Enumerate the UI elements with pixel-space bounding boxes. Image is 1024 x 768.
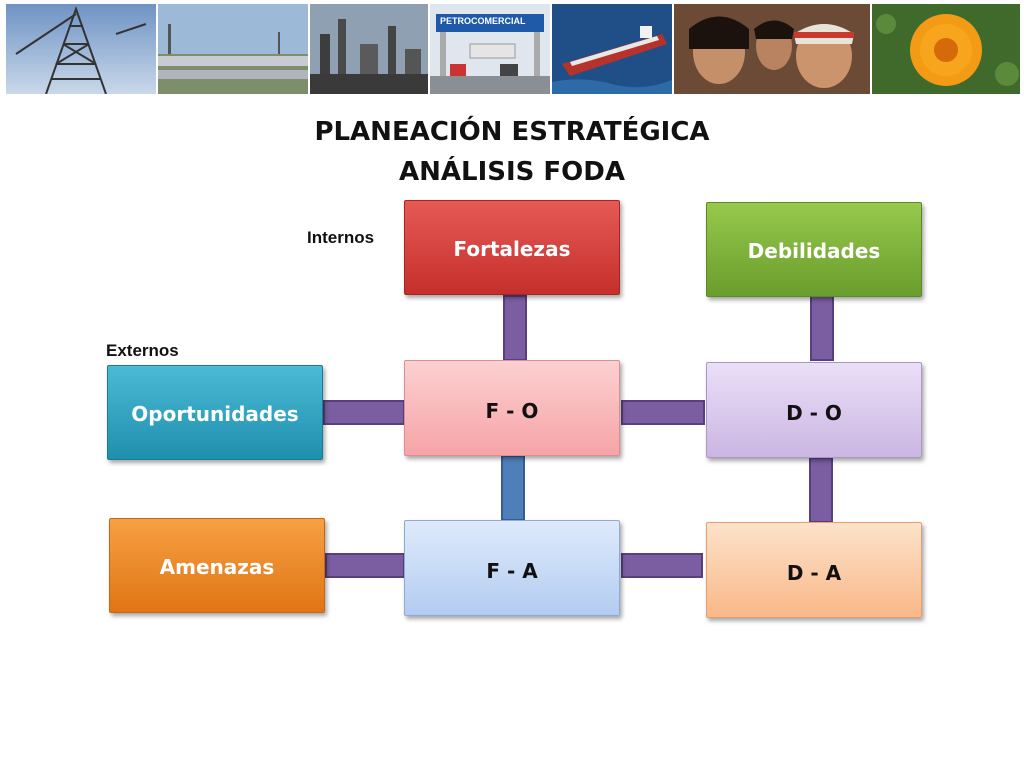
connector-debilidades-do [810, 295, 834, 361]
connector-fortalezas-fo [503, 295, 527, 361]
refinery-photo [310, 4, 428, 94]
debilidades-box: Debilidades [706, 202, 922, 297]
title-line-2: ANÁLISIS FODA [399, 157, 625, 187]
fo-box: F - O [404, 360, 620, 456]
connector-amenazas-fa [325, 553, 405, 578]
title-line-1: PLANEACIÓN ESTRATÉGICA [314, 117, 710, 147]
amenazas-box: Amenazas [109, 518, 325, 613]
oil-rig-photo [6, 4, 156, 94]
connector-fo-do [621, 400, 705, 425]
da-box: D - A [706, 522, 922, 618]
tanker-ship-photo [552, 4, 672, 94]
connector-fo-fa [501, 455, 525, 521]
flower-photo [872, 4, 1020, 94]
gas-station-photo: PETROCOMERCIAL [430, 4, 550, 94]
indigenous-children-photo [674, 4, 870, 94]
internos-label: Internos [307, 228, 375, 247]
connector-oportunidades-fo [323, 400, 405, 425]
oportunidades-box: Oportunidades [107, 365, 323, 460]
connector-fa-da [621, 553, 703, 578]
photo-banner: PETROCOMERCIAL [0, 0, 1024, 96]
station-sign: PETROCOMERCIAL [440, 16, 526, 26]
do-box: D - O [706, 362, 922, 458]
connector-do-da [809, 457, 833, 523]
pipeline-photo [158, 4, 308, 94]
fa-box: F - A [404, 520, 620, 616]
externos-label: Externos [106, 341, 179, 360]
fortalezas-box: Fortalezas [404, 200, 620, 295]
